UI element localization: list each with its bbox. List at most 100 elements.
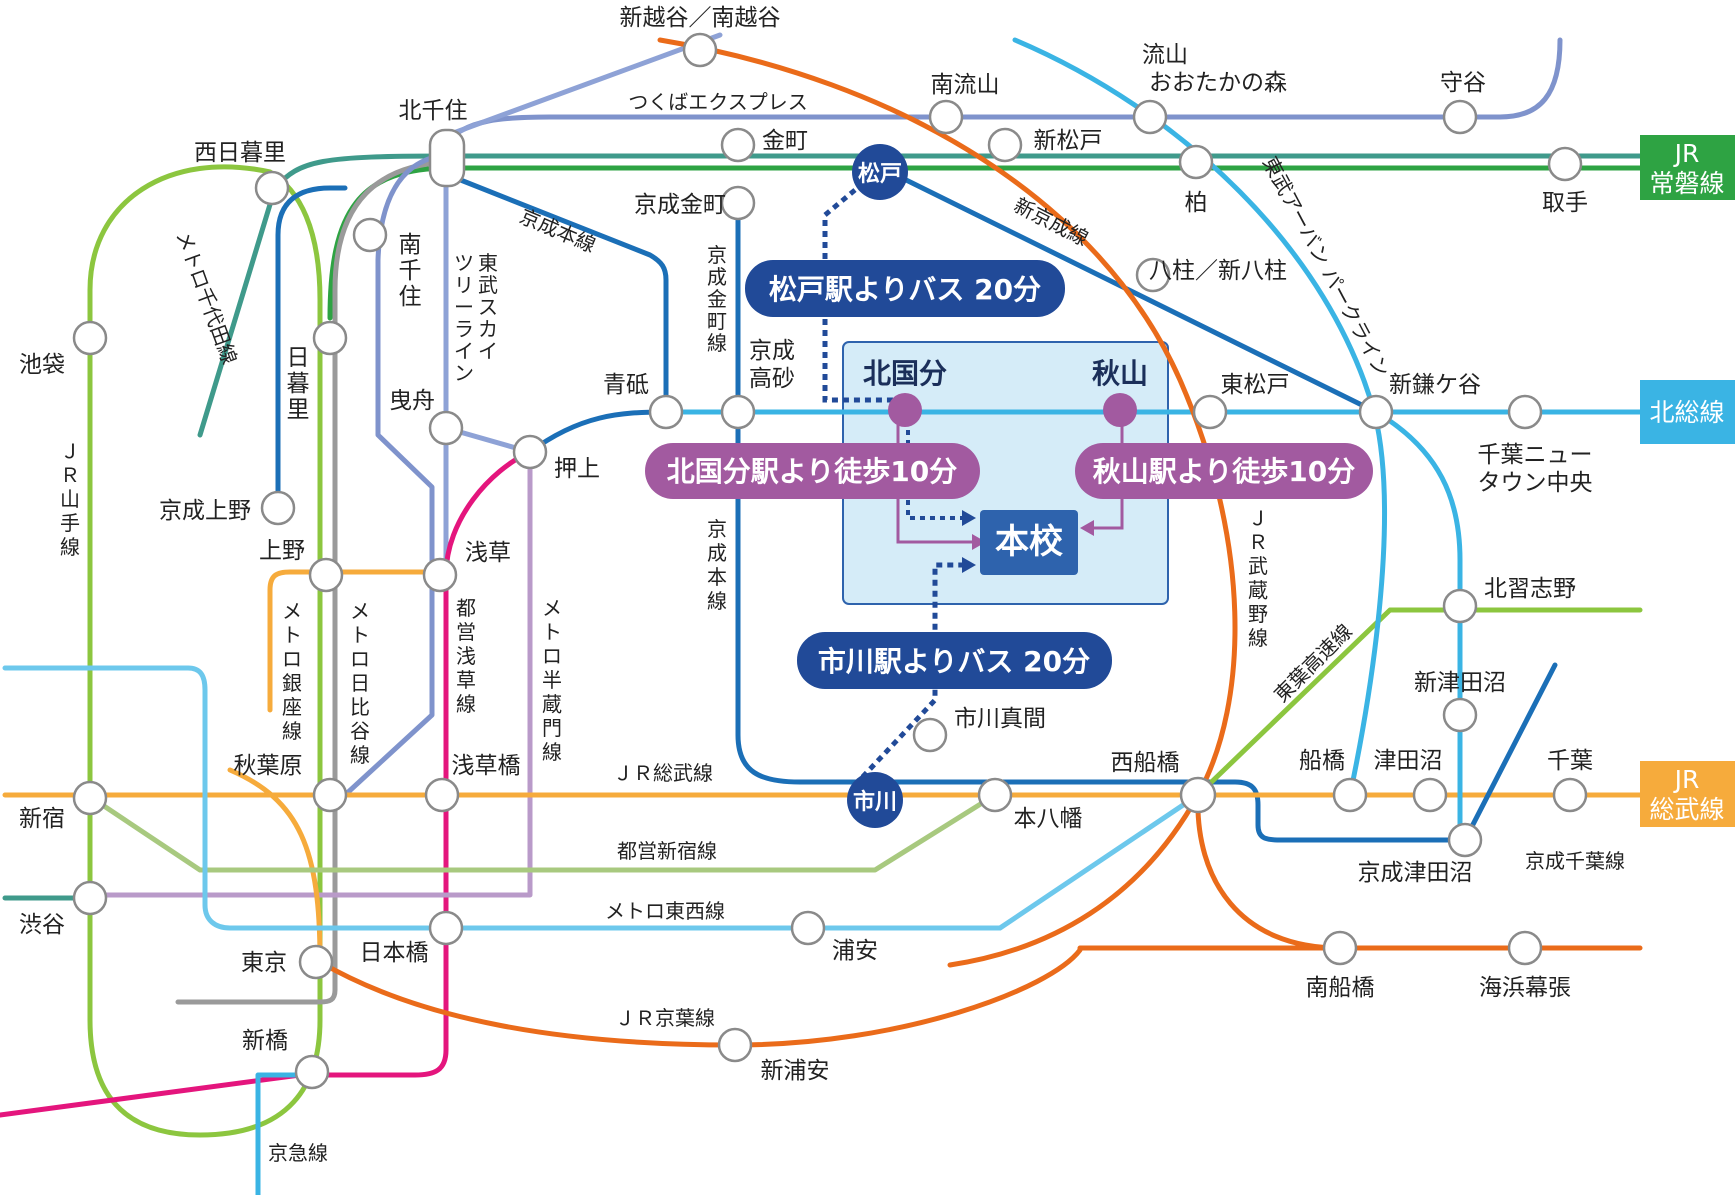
station-akihabara[interactable]: [312, 777, 348, 813]
station-toride[interactable]: [1547, 146, 1583, 182]
label-nippori-1: 日: [287, 345, 310, 371]
station-keisei-tsudanuma[interactable]: [1447, 822, 1483, 858]
station-nagareyama-otaka[interactable]: [1132, 99, 1168, 135]
station-markers: [72, 32, 1588, 1090]
label-kitanarashino: 北習志野: [1484, 576, 1576, 602]
station-kitanarashino[interactable]: [1442, 588, 1478, 624]
walk-akiyama-pill: [1075, 443, 1373, 499]
line-label-asakusa-4: 草: [456, 668, 476, 692]
line-label-shinjuku-line: 都営新宿線: [617, 839, 717, 863]
station-minamifunabashi[interactable]: [1322, 930, 1358, 966]
walk-route-akiyama-arrow: [1080, 520, 1094, 536]
line-label-skytree-5: イ: [478, 339, 498, 363]
station-shibuya[interactable]: [72, 880, 108, 916]
station-akiyama[interactable]: [1103, 393, 1137, 427]
label-chiba-nt-1: 千葉ニュー: [1478, 442, 1593, 468]
line-label-skytree-7: リ: [454, 273, 474, 297]
metro-chiyoda-line: [197, 185, 278, 438]
station-ichikawa-label: 市川: [853, 789, 897, 815]
label-chiba: 千葉: [1547, 748, 1593, 774]
line-label-hanzomon-2: ト: [542, 620, 562, 644]
line-label-musashino-1: Ｊ: [1248, 506, 1268, 530]
label-nihonbashi: 日本橋: [360, 940, 429, 966]
bus-ichikawa-pill: [797, 632, 1112, 689]
line-label-hanzomon-3: ロ: [542, 644, 562, 668]
station-keisei-kanamachi[interactable]: [720, 185, 756, 221]
bus-route-ichikawa: [853, 562, 968, 787]
keisei-kanamachi-line: [735, 200, 1468, 843]
station-nishifunabashi[interactable]: [1179, 776, 1217, 814]
station-moriya[interactable]: [1442, 99, 1478, 135]
badge-sobu-line1: JR: [1673, 765, 1700, 794]
station-nippori[interactable]: [312, 320, 348, 356]
station-asakusabashi[interactable]: [424, 777, 460, 813]
line-label-skytree-9: ラ: [454, 317, 474, 341]
station-shinurayasu[interactable]: [717, 1027, 753, 1063]
station-oshiage[interactable]: [512, 434, 548, 470]
keisei-main-line-north: [445, 172, 669, 415]
label-tsudanuma: 津田沼: [1374, 748, 1443, 774]
shinkeisei-south: [1373, 409, 1463, 843]
station-kanamachi[interactable]: [720, 127, 756, 163]
station-minaminagareyama[interactable]: [928, 99, 964, 135]
station-shintsudanuma[interactable]: [1442, 697, 1478, 733]
station-shinkamagaya[interactable]: [1358, 394, 1394, 430]
station-asakusa[interactable]: [422, 557, 458, 593]
label-shintsudanuma: 新津田沼: [1414, 670, 1506, 696]
line-label-skytree-10: イ: [454, 339, 474, 363]
bus-route-ichikawa-arrow: [962, 557, 976, 573]
line-label-hanzomon-6: 門: [542, 716, 562, 740]
station-chiba[interactable]: [1552, 777, 1588, 813]
station-tsudanuma[interactable]: [1412, 777, 1448, 813]
station-kitasenju[interactable]: [428, 128, 466, 188]
station-chiba-nt[interactable]: [1507, 394, 1543, 430]
label-keisei-kanamachi: 京成金町: [634, 192, 726, 218]
line-label-ginza-5: 座: [282, 695, 302, 719]
station-nishinippori[interactable]: [254, 170, 290, 206]
station-higashimatsudo[interactable]: [1192, 394, 1228, 430]
jr-sobu-line-tokyo: [227, 767, 323, 963]
station-matsudo[interactable]: [852, 144, 908, 200]
line-label-hibiya-4: 日: [350, 671, 370, 695]
keikyu-line: [255, 1072, 303, 1195]
line-label-keiyo: ＪＲ京葉線: [615, 1006, 715, 1030]
station-hikifune[interactable]: [428, 410, 464, 446]
label-keisei-takasago-1: 京成: [749, 338, 795, 364]
station-ichikawa[interactable]: [847, 772, 903, 828]
station-shinmatsudo[interactable]: [987, 127, 1023, 163]
metro-hanzomon-line: [92, 449, 533, 898]
station-keisei-takasago[interactable]: [720, 394, 756, 430]
badge-joban-line1: JR: [1673, 139, 1700, 168]
station-tokyo[interactable]: [298, 944, 334, 980]
station-funabashi[interactable]: [1332, 777, 1368, 813]
station-ueno[interactable]: [308, 557, 344, 593]
line-label-keisei-chiba: 京成千葉線: [1525, 849, 1625, 873]
honko-label: 本校: [995, 522, 1063, 562]
station-kaihinmakuhari[interactable]: [1507, 930, 1543, 966]
label-kanamachi: 金町: [762, 128, 808, 154]
line-label-skytree-1: 東: [478, 251, 498, 275]
label-moriya: 守谷: [1440, 70, 1486, 96]
walk-route-kitakokubun-arrow: [972, 534, 986, 550]
line-label-yamanote-4: 手: [60, 511, 80, 535]
station-kitakokubun[interactable]: [888, 393, 922, 427]
walk-akiyama-pill-text: 秋山駅より徒歩10分: [1093, 455, 1355, 488]
station-shinjuku[interactable]: [72, 780, 108, 816]
station-nihonbashi[interactable]: [428, 910, 464, 946]
station-akiyama-label: 秋山: [1092, 357, 1148, 390]
station-shinkoshigaya[interactable]: [682, 32, 718, 68]
station-ikebukuro[interactable]: [72, 320, 108, 356]
station-minamisenju[interactable]: [352, 217, 388, 253]
station-keisei-ueno[interactable]: [260, 490, 296, 526]
line-label-skytree-6: ツ: [454, 251, 474, 275]
label-keisei-ueno: 京成上野: [159, 498, 251, 524]
metro-tozai-line: [2, 665, 1201, 931]
station-ichikawamama[interactable]: [912, 717, 948, 753]
station-urayasu[interactable]: [790, 910, 826, 946]
station-kashiwa[interactable]: [1178, 144, 1214, 180]
station-aoto[interactable]: [648, 394, 684, 430]
station-shimbashi[interactable]: [294, 1054, 330, 1090]
station-motoyawata[interactable]: [977, 777, 1013, 813]
honko-box[interactable]: [980, 510, 1078, 575]
station-yabashira[interactable]: [1135, 257, 1171, 293]
